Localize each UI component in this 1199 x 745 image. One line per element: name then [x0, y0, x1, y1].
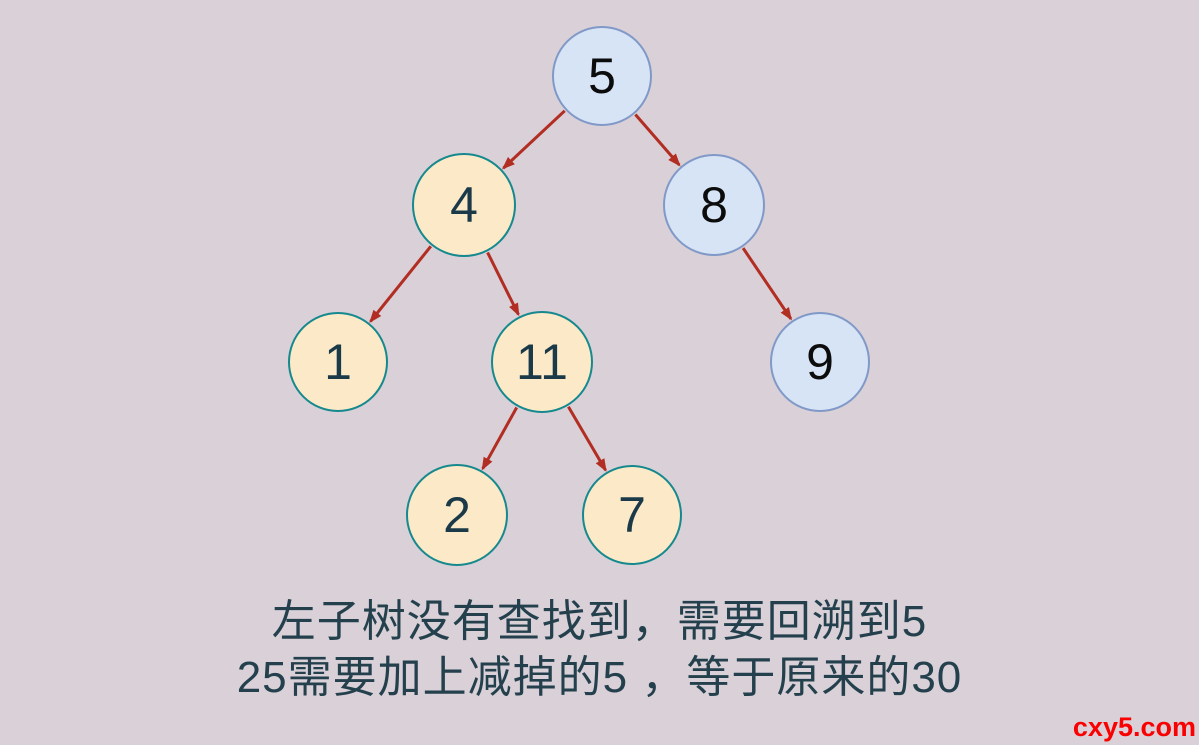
tree-edge-4-11 [486, 251, 520, 317]
tree-node-label: 5 [588, 48, 616, 104]
tree-node-label: 1 [324, 334, 352, 390]
watermark-text: cxy5.com [1072, 712, 1196, 742]
tree-node-7: 7 [582, 465, 682, 565]
tree-edge-5-8 [634, 113, 681, 167]
tree-node-9: 9 [770, 312, 870, 412]
tree-edge-11-2 [481, 406, 519, 471]
tree-node-8: 8 [663, 154, 765, 256]
tree-node-label: 9 [806, 334, 834, 390]
tree-node-5: 5 [552, 26, 652, 126]
caption-line-1: 左子树没有查找到，需要回溯到5 [271, 597, 928, 646]
tree-node-2: 2 [406, 464, 508, 566]
caption-line-2: 25需要加上减掉的5 ，等于原来的30 [236, 653, 963, 702]
tree-edge-8-9 [741, 247, 793, 321]
tree-edge-4-1 [369, 245, 432, 323]
tree-node-4: 4 [412, 153, 516, 257]
tree-node-label: 11 [516, 334, 568, 390]
tree-node-label: 2 [443, 487, 471, 543]
tree-node-11: 11 [491, 311, 593, 413]
caption-text: 左子树没有查找到，需要回溯到5 25需要加上减掉的5 ，等于原来的30 [0, 594, 1199, 706]
tree-edge-11-7 [567, 406, 607, 472]
tree-edge-5-4 [501, 109, 566, 170]
tree-node-label: 7 [618, 487, 646, 543]
tree-node-label: 8 [700, 177, 728, 233]
tree-node-label: 4 [450, 177, 478, 233]
tree-node-1: 1 [288, 312, 388, 412]
